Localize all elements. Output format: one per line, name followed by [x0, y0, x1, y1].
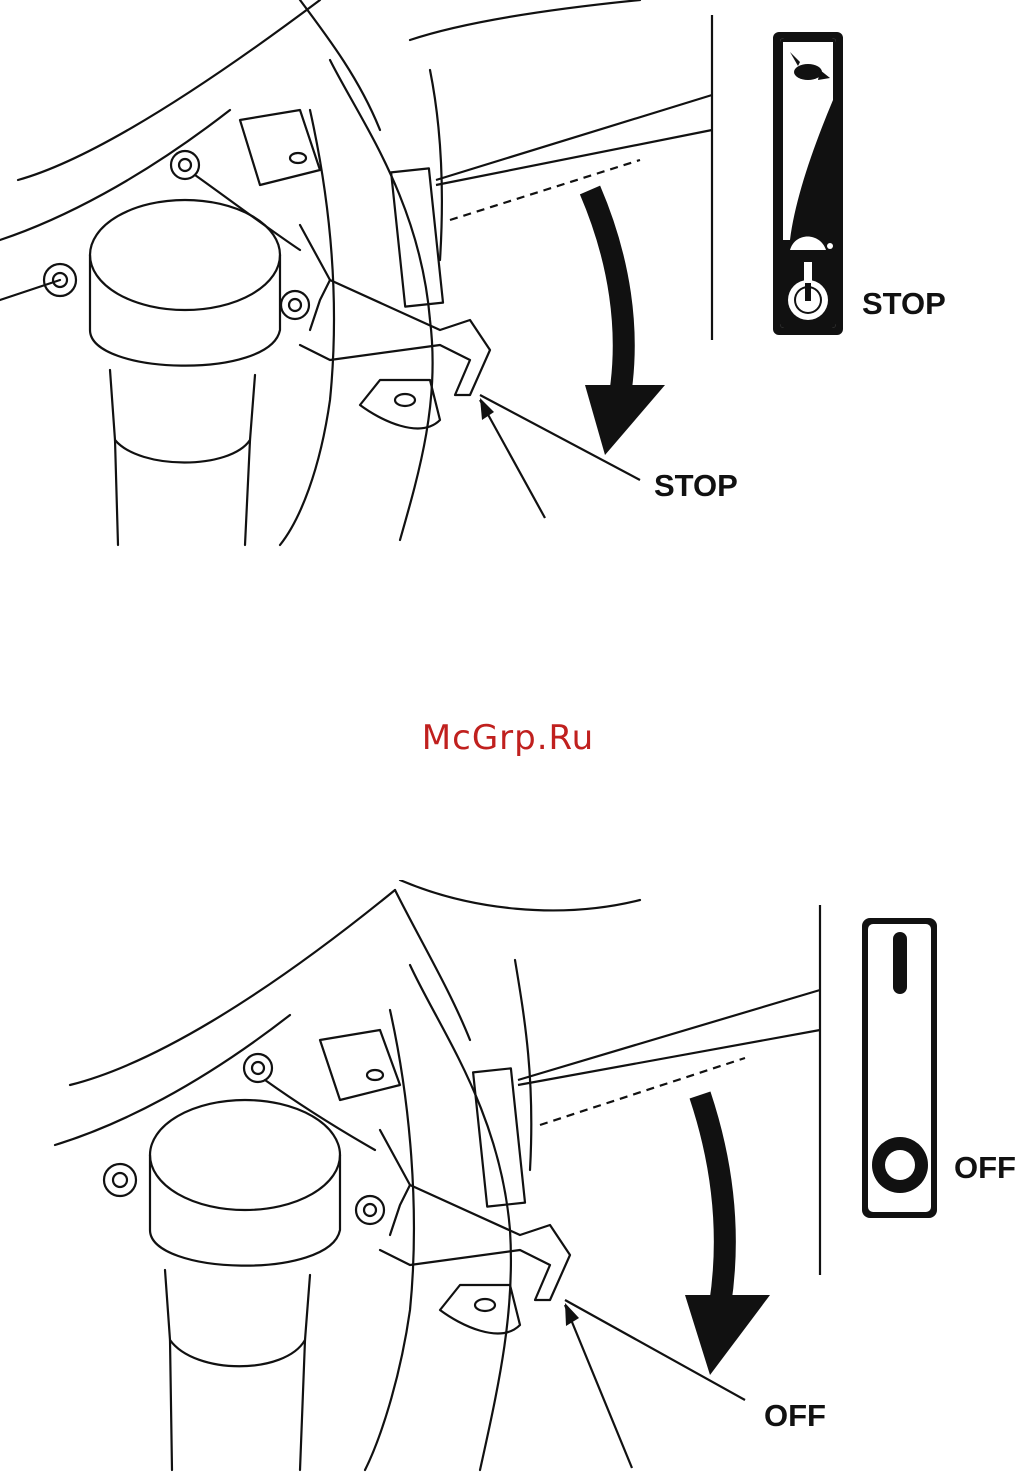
lever-stop-label: STOP	[654, 468, 738, 504]
on-bar-icon	[893, 932, 907, 994]
engine-illustration-bottom	[0, 880, 1016, 1475]
lever-off-label: OFF	[764, 1398, 826, 1434]
watermark: McGrp.Ru	[0, 718, 1016, 758]
direction-arrow	[700, 1095, 725, 1305]
panel-stop-label: STOP	[862, 286, 946, 322]
figure-off-lever: OFF OFF	[0, 880, 1016, 1475]
off-circle-icon	[872, 1137, 928, 1193]
throttle-switch-panel	[773, 32, 843, 335]
figure-stop-lever: STOP STOP	[0, 0, 1016, 560]
engine-illustration-top	[0, 0, 1016, 560]
panel-off-label: OFF	[954, 1150, 1016, 1186]
on-off-switch-panel	[862, 918, 937, 1218]
direction-arrow	[590, 190, 624, 395]
